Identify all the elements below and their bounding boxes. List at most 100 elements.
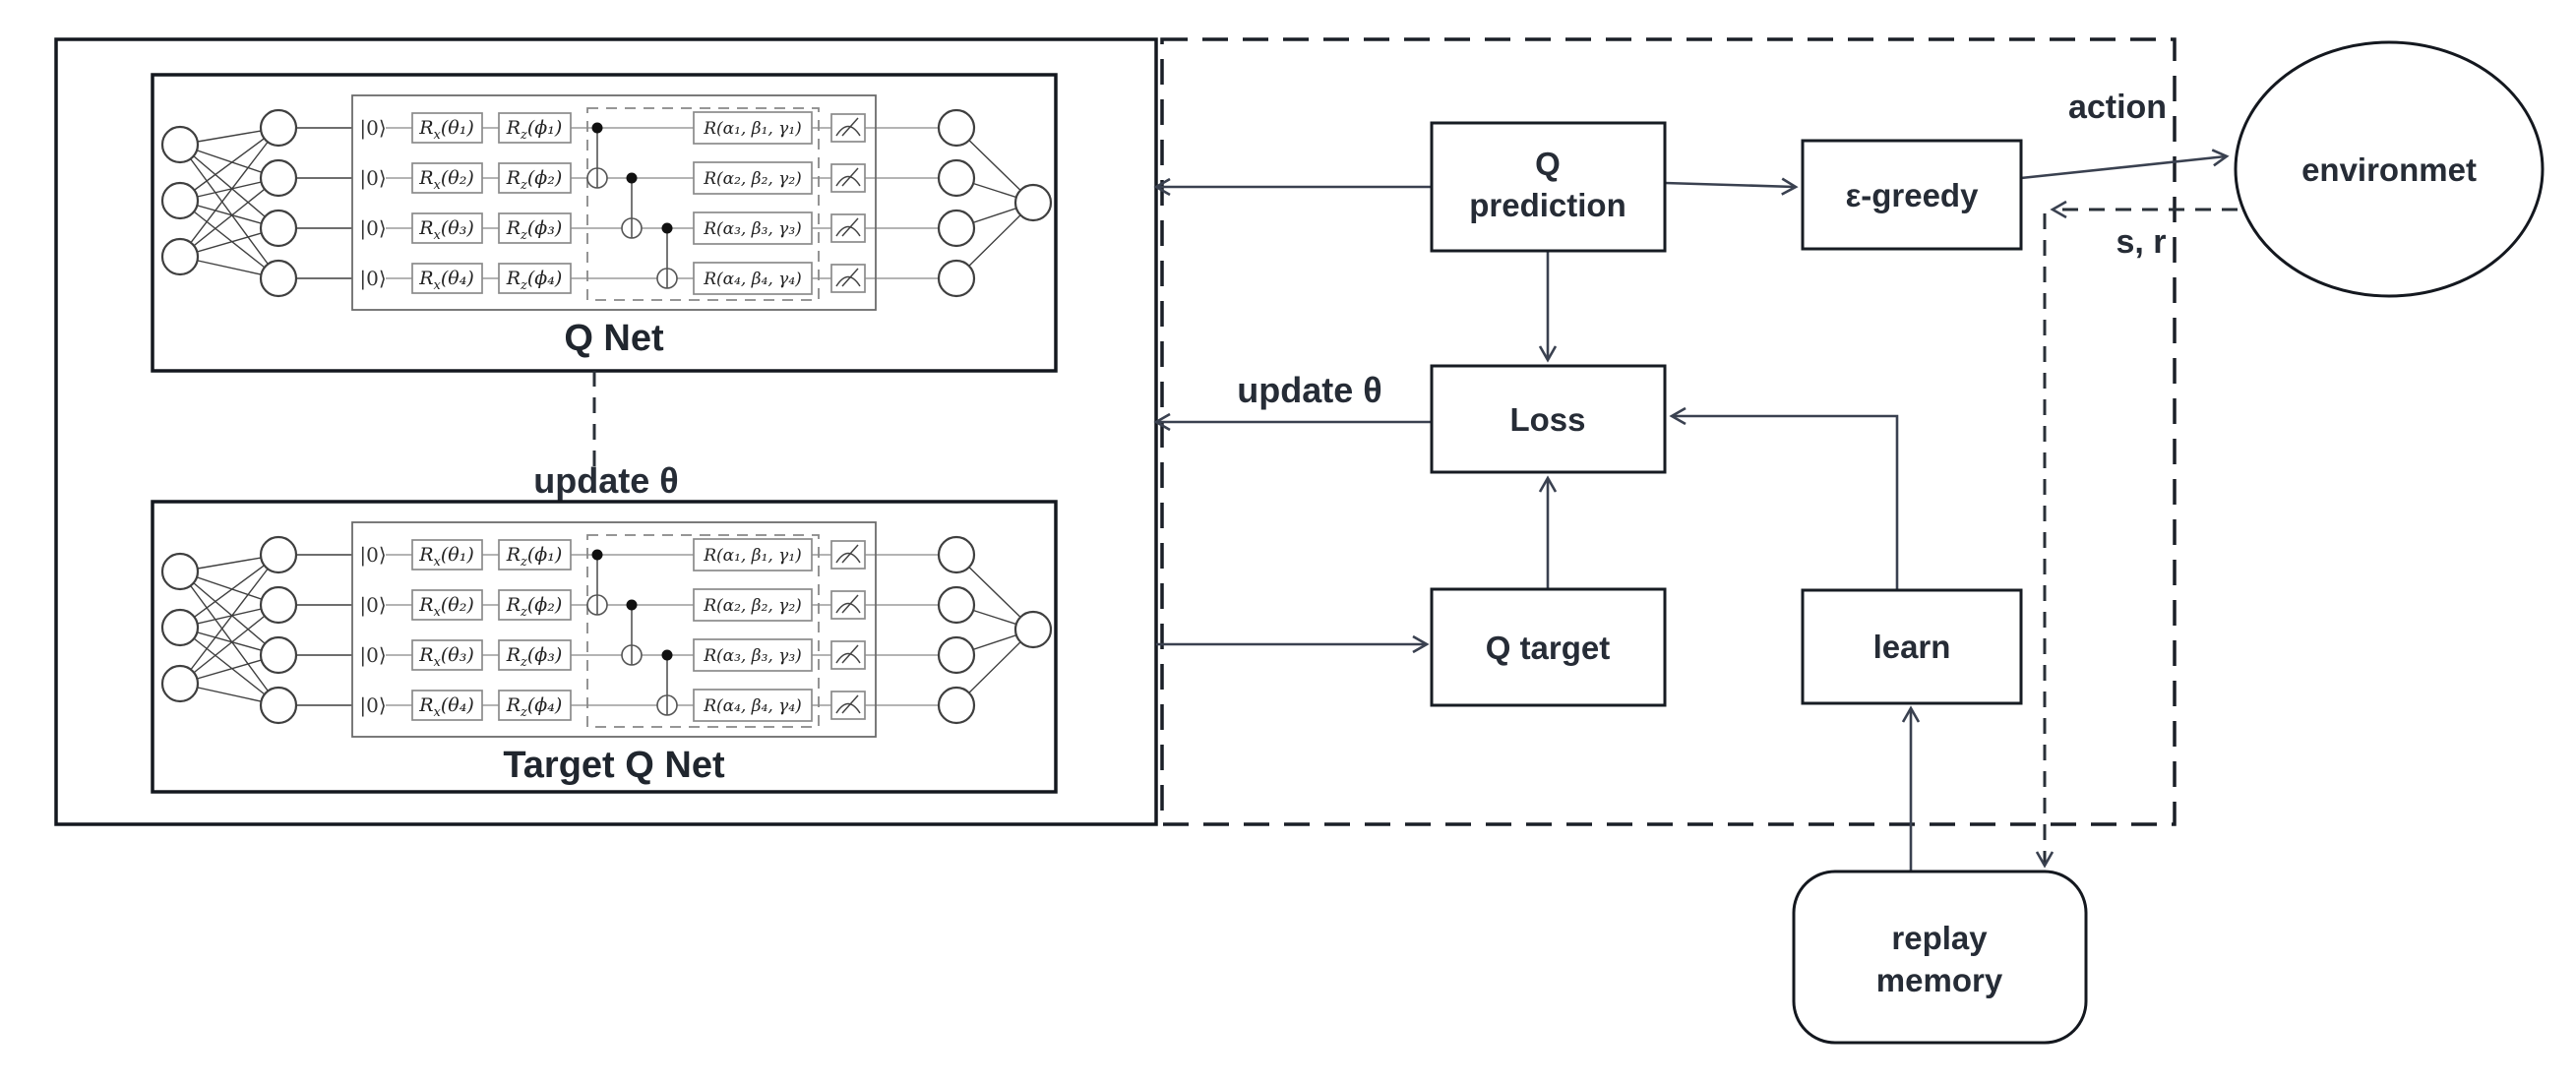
q-prediction-label-line1: Q	[1535, 146, 1561, 182]
rotation-gate	[693, 689, 813, 722]
final-output-node	[1013, 183, 1053, 222]
flow-e-greedy: ε-greedy	[1801, 139, 2023, 251]
rotation-gate-label: R(α₂, β₂, γ₂)	[703, 596, 802, 616]
hidden-layer	[259, 108, 298, 298]
rotation-gate	[693, 262, 813, 295]
rx-gate-label: Rx(θ₃)	[418, 217, 474, 243]
rz-gate	[498, 589, 572, 621]
rotation-gate-label: R(α₄, β₄, γ₄)	[703, 270, 802, 289]
environment-label: environmet	[2301, 151, 2477, 188]
qubit-row: |0⟩ Rx(θ₄) Rz(ϕ₄) R(α₄, β₄, γ₄)	[359, 262, 866, 295]
quantum-circuit-frame	[351, 521, 877, 738]
target-q-net-panel: |0⟩ Rx(θ₁) Rz(ϕ₁) R(α₁, β₁, γ₁) |0⟩ Rx(θ…	[151, 500, 1058, 794]
measurement-icon	[830, 264, 866, 293]
final-output-node	[1013, 610, 1053, 649]
input-hidden-connections	[179, 127, 1034, 279]
e-greedy-box	[1801, 139, 2023, 251]
e-greedy-label: ε-greedy	[1846, 177, 1980, 213]
target-q-net-box	[151, 500, 1058, 794]
qubit-row: |0⟩ Rx(θ₄) Rz(ϕ₄) R(α₄, β₄, γ₄)	[359, 689, 866, 722]
rotation-gate-label: R(α₃, β₃, γ₃)	[703, 646, 802, 666]
target-q-net-label: Target Q Net	[503, 745, 725, 786]
ket-label: |0⟩	[359, 643, 386, 668]
ket-label: |0⟩	[359, 593, 386, 618]
replay-memory-label-line1: replay	[1891, 920, 1988, 956]
measurement-icon	[830, 640, 866, 670]
q-target-box	[1430, 587, 1667, 707]
rotation-gate-label: R(α₄, β₄, γ₄)	[703, 696, 802, 716]
rz-gate	[498, 112, 572, 144]
rotation-gate-label: R(α₁, β₁, γ₁)	[703, 119, 802, 139]
entangling-block	[586, 534, 820, 728]
rotation-gate	[693, 638, 813, 672]
hidden-layer	[259, 535, 298, 725]
ket-label: |0⟩	[359, 166, 386, 191]
ket-label: |0⟩	[359, 116, 386, 141]
rz-gate	[498, 162, 572, 194]
rz-gate-label: Rz(ϕ₂)	[506, 594, 563, 620]
q-net-label: Q Net	[564, 318, 664, 359]
rotation-gate-label: R(α₁, β₁, γ₁)	[703, 546, 802, 566]
rz-gate-label: Rz(ϕ₄)	[506, 694, 563, 720]
arrow-learn-to-loss	[1669, 406, 1899, 590]
rx-gate-label: Rx(θ₃)	[418, 644, 474, 670]
input-hidden-connections	[179, 554, 1034, 706]
rx-gate-label: Rx(θ₁)	[418, 117, 474, 143]
update-theta-label-left: update θ	[533, 460, 678, 501]
arrow-qprediction-to-egreedy	[1664, 177, 1799, 196]
qubit-row: |0⟩ Rx(θ₂) Rz(ϕ₂) R(α₂, β₂, γ₂)	[359, 588, 866, 622]
cnot-gates	[586, 122, 678, 289]
ket-label: |0⟩	[359, 267, 386, 291]
ket-label: |0⟩	[359, 543, 386, 568]
measurement-icon	[830, 590, 866, 620]
rz-gate-label: Rz(ϕ₃)	[506, 217, 563, 243]
rx-gate-label: Rx(θ₂)	[418, 594, 474, 620]
rx-gate-label: Rx(θ₄)	[418, 694, 474, 720]
q-prediction-label-line2: prediction	[1469, 187, 1626, 223]
output-layer	[937, 108, 1053, 298]
rz-gate	[498, 639, 572, 671]
rx-gate-label: Rx(θ₂)	[418, 167, 474, 193]
rz-gate-label: Rz(ϕ₁)	[506, 117, 563, 143]
flow-q-prediction: Q prediction	[1430, 121, 1667, 253]
replay-memory-label-line2: memory	[1876, 962, 2003, 998]
rz-gate	[498, 690, 572, 721]
rz-gate-label: Rz(ϕ₃)	[506, 644, 563, 670]
rz-gate-label: Rz(ϕ₄)	[506, 268, 563, 293]
qubit-wires	[386, 127, 939, 279]
rx-gate-label: Rx(θ₄)	[418, 268, 474, 293]
rx-gate	[411, 263, 483, 294]
replay-memory-box	[1792, 870, 2088, 1045]
qubit-row: |0⟩ Rx(θ₃) Rz(ϕ₃) R(α₃, β₃, γ₃)	[359, 638, 866, 672]
rotation-gate-label: R(α₂, β₂, γ₂)	[703, 169, 802, 189]
measurement-icon	[830, 213, 866, 243]
rz-gate	[498, 539, 572, 571]
measurement-icon	[830, 163, 866, 193]
measurement-icon	[830, 691, 866, 720]
q-net-box	[151, 73, 1058, 373]
cnot-gates	[586, 549, 678, 716]
action-edge-label: action	[2068, 89, 2167, 126]
qubit-wires	[386, 554, 939, 706]
rotation-gate	[693, 538, 813, 571]
arrow-egreedy-to-environment	[2020, 149, 2230, 180]
flow-replay-memory: replay memory	[1792, 870, 2088, 1045]
flow-loss: Loss	[1430, 364, 1667, 474]
state-reward-edge-label: s, r	[2116, 223, 2166, 261]
input-layer	[160, 552, 200, 703]
rotation-gate	[693, 111, 813, 145]
update-theta-label-flow: update θ	[1237, 370, 1381, 410]
measurement-icon	[830, 540, 866, 570]
agent-dashed-box	[1160, 37, 2177, 826]
q-net-panel: |0⟩ Rx(θ₁) Rz(ϕ₁) R(α₁, β₁, γ₁) |0⟩ Rx(θ…	[151, 73, 1058, 373]
rx-gate	[411, 639, 483, 671]
q-prediction-box	[1430, 121, 1667, 253]
learn-box	[1801, 588, 2023, 705]
rx-gate	[411, 539, 483, 571]
entangling-block	[586, 107, 820, 301]
loss-label: Loss	[1509, 401, 1585, 438]
measurement-icon	[830, 113, 866, 143]
rz-gate	[498, 263, 572, 294]
qubit-row: |0⟩ Rx(θ₃) Rz(ϕ₃) R(α₃, β₃, γ₃)	[359, 211, 866, 245]
